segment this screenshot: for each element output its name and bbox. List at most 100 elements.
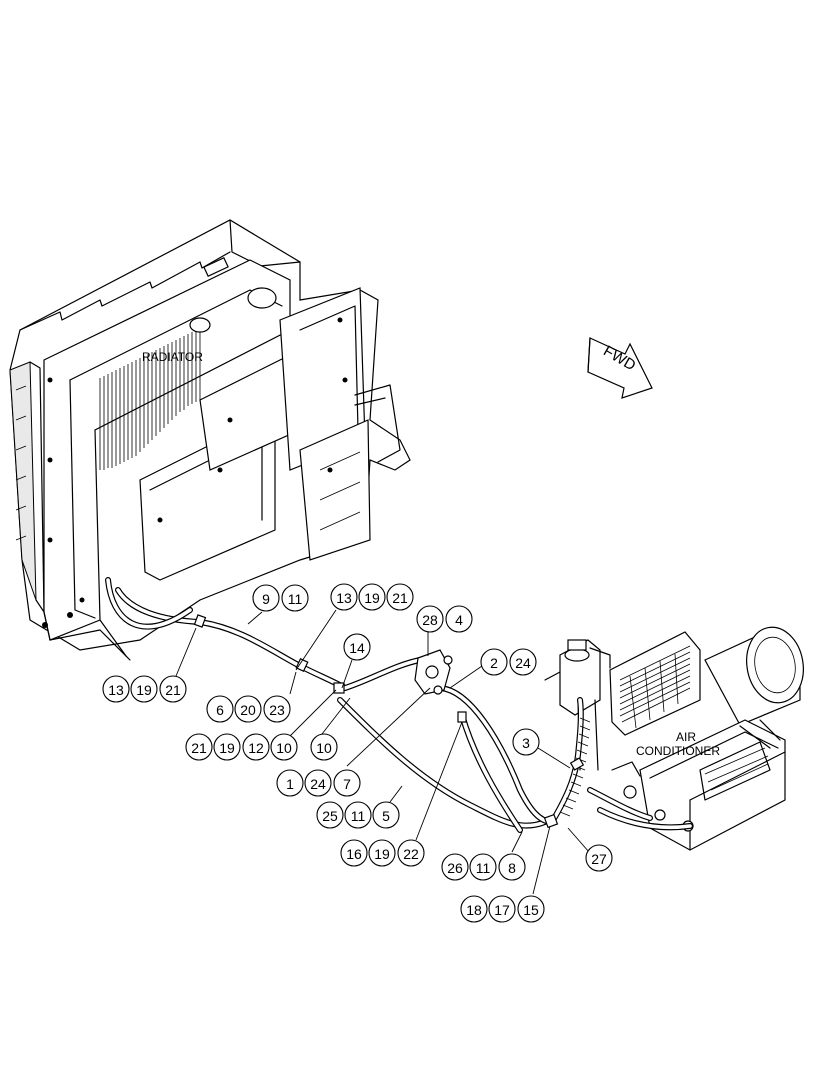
callout-circle bbox=[130, 675, 158, 703]
callout-number: 10 bbox=[276, 740, 292, 756]
callout-circle bbox=[316, 801, 344, 829]
callout-circle bbox=[242, 733, 270, 761]
callout-number: 27 bbox=[591, 851, 607, 867]
callout-circle bbox=[333, 769, 361, 797]
callout-c13b: 13 bbox=[102, 675, 130, 703]
callout-number: 18 bbox=[466, 902, 482, 918]
callout-number: 19 bbox=[364, 590, 380, 606]
callout-number: 13 bbox=[336, 590, 352, 606]
callout-c17: 17 bbox=[488, 895, 516, 923]
callout-circle bbox=[276, 769, 304, 797]
callout-c14: 14 bbox=[343, 633, 371, 661]
callout-c18: 18 bbox=[460, 895, 488, 923]
callout-number: 9 bbox=[262, 591, 270, 607]
callout-c19b: 19 bbox=[130, 675, 158, 703]
callout-c21b: 21 bbox=[159, 675, 187, 703]
callout-circle bbox=[340, 839, 368, 867]
callout-number: 3 bbox=[522, 735, 530, 751]
callout-number: 23 bbox=[269, 702, 285, 718]
callout-c1: 1 bbox=[276, 769, 304, 797]
radiator-bolts bbox=[42, 317, 348, 628]
shutoff-valve bbox=[414, 649, 453, 695]
callout-number: 5 bbox=[382, 808, 390, 824]
callout-number: 15 bbox=[523, 902, 539, 918]
callout-circle bbox=[263, 695, 291, 723]
callout-circle bbox=[159, 675, 187, 703]
callout-c22: 22 bbox=[397, 839, 425, 867]
callout-c7: 7 bbox=[333, 769, 361, 797]
callout-c19a: 19 bbox=[358, 583, 386, 611]
callout-c15: 15 bbox=[517, 895, 545, 923]
callout-circle bbox=[304, 769, 332, 797]
leader-lines bbox=[175, 609, 590, 895]
air-conditioner-unit: AIR CONDITIONER bbox=[609, 626, 804, 851]
callout-c11a: 11 bbox=[281, 584, 309, 612]
callout-number: 1 bbox=[286, 776, 294, 792]
callout-circle bbox=[397, 839, 425, 867]
callout-circle bbox=[517, 895, 545, 923]
callout-c13a: 13 bbox=[330, 583, 358, 611]
callout-c28: 28 bbox=[416, 605, 444, 633]
callout-circle bbox=[102, 675, 130, 703]
callout-number: 12 bbox=[248, 740, 264, 756]
ac-grille bbox=[619, 645, 691, 729]
callout-number: 19 bbox=[219, 740, 235, 756]
callout-number: 7 bbox=[343, 776, 351, 792]
callout-c23: 23 bbox=[263, 695, 291, 723]
callout-c24b: 24 bbox=[304, 769, 332, 797]
callout-c27: 27 bbox=[585, 844, 613, 872]
callout-c9: 9 bbox=[252, 584, 280, 612]
callout-c20: 20 bbox=[234, 695, 262, 723]
callout-circle bbox=[445, 605, 473, 633]
coolant-bottle bbox=[544, 639, 611, 771]
callout-circle bbox=[185, 733, 213, 761]
callout-c5: 5 bbox=[372, 801, 400, 829]
air-conditioner-label-line2: CONDITIONER bbox=[636, 744, 720, 758]
callout-number: 28 bbox=[422, 612, 438, 628]
callout-c10a: 10 bbox=[270, 733, 298, 761]
callout-number: 21 bbox=[191, 740, 207, 756]
callout-c3: 3 bbox=[512, 728, 540, 756]
callout-number: 26 bbox=[447, 860, 463, 876]
callout-circle bbox=[368, 839, 396, 867]
callout-number: 10 bbox=[316, 740, 332, 756]
heater-hoses bbox=[105, 577, 693, 833]
callout-circle bbox=[469, 853, 497, 881]
radiator-label: RADIATOR bbox=[142, 350, 203, 364]
callout-number: 21 bbox=[392, 590, 408, 606]
callout-number: 25 bbox=[322, 808, 338, 824]
air-conditioner-label-line1: AIR bbox=[676, 730, 696, 744]
hose-clamps bbox=[193, 614, 585, 829]
callout-circle bbox=[372, 801, 400, 829]
callout-number: 6 bbox=[216, 702, 224, 718]
callout-c8: 8 bbox=[498, 853, 526, 881]
callout-number: 14 bbox=[349, 640, 365, 656]
callout-c4: 4 bbox=[445, 605, 473, 633]
callout-circle bbox=[460, 895, 488, 923]
callout-circle bbox=[344, 801, 372, 829]
callout-circle bbox=[386, 583, 414, 611]
callout-c12: 12 bbox=[242, 733, 270, 761]
callout-c11b: 11 bbox=[344, 801, 372, 829]
callout-circle bbox=[498, 853, 526, 881]
callout-c24a: 24 bbox=[509, 648, 537, 676]
callout-number: 11 bbox=[351, 808, 366, 824]
callout-number: 16 bbox=[346, 846, 362, 862]
callout-c19d: 19 bbox=[368, 839, 396, 867]
callout-number: 24 bbox=[515, 655, 531, 671]
callout-c21c: 21 bbox=[185, 733, 213, 761]
callout-circle bbox=[310, 733, 338, 761]
callout-c19c: 19 bbox=[213, 733, 241, 761]
callout-circle bbox=[480, 648, 508, 676]
callout-circle bbox=[213, 733, 241, 761]
callout-circle bbox=[488, 895, 516, 923]
callout-circle bbox=[509, 648, 537, 676]
callout-number: 11 bbox=[476, 860, 491, 876]
callout-c10b: 10 bbox=[310, 733, 338, 761]
callout-number: 8 bbox=[508, 860, 516, 876]
callout-number: 22 bbox=[403, 846, 419, 862]
callout-circle bbox=[585, 844, 613, 872]
